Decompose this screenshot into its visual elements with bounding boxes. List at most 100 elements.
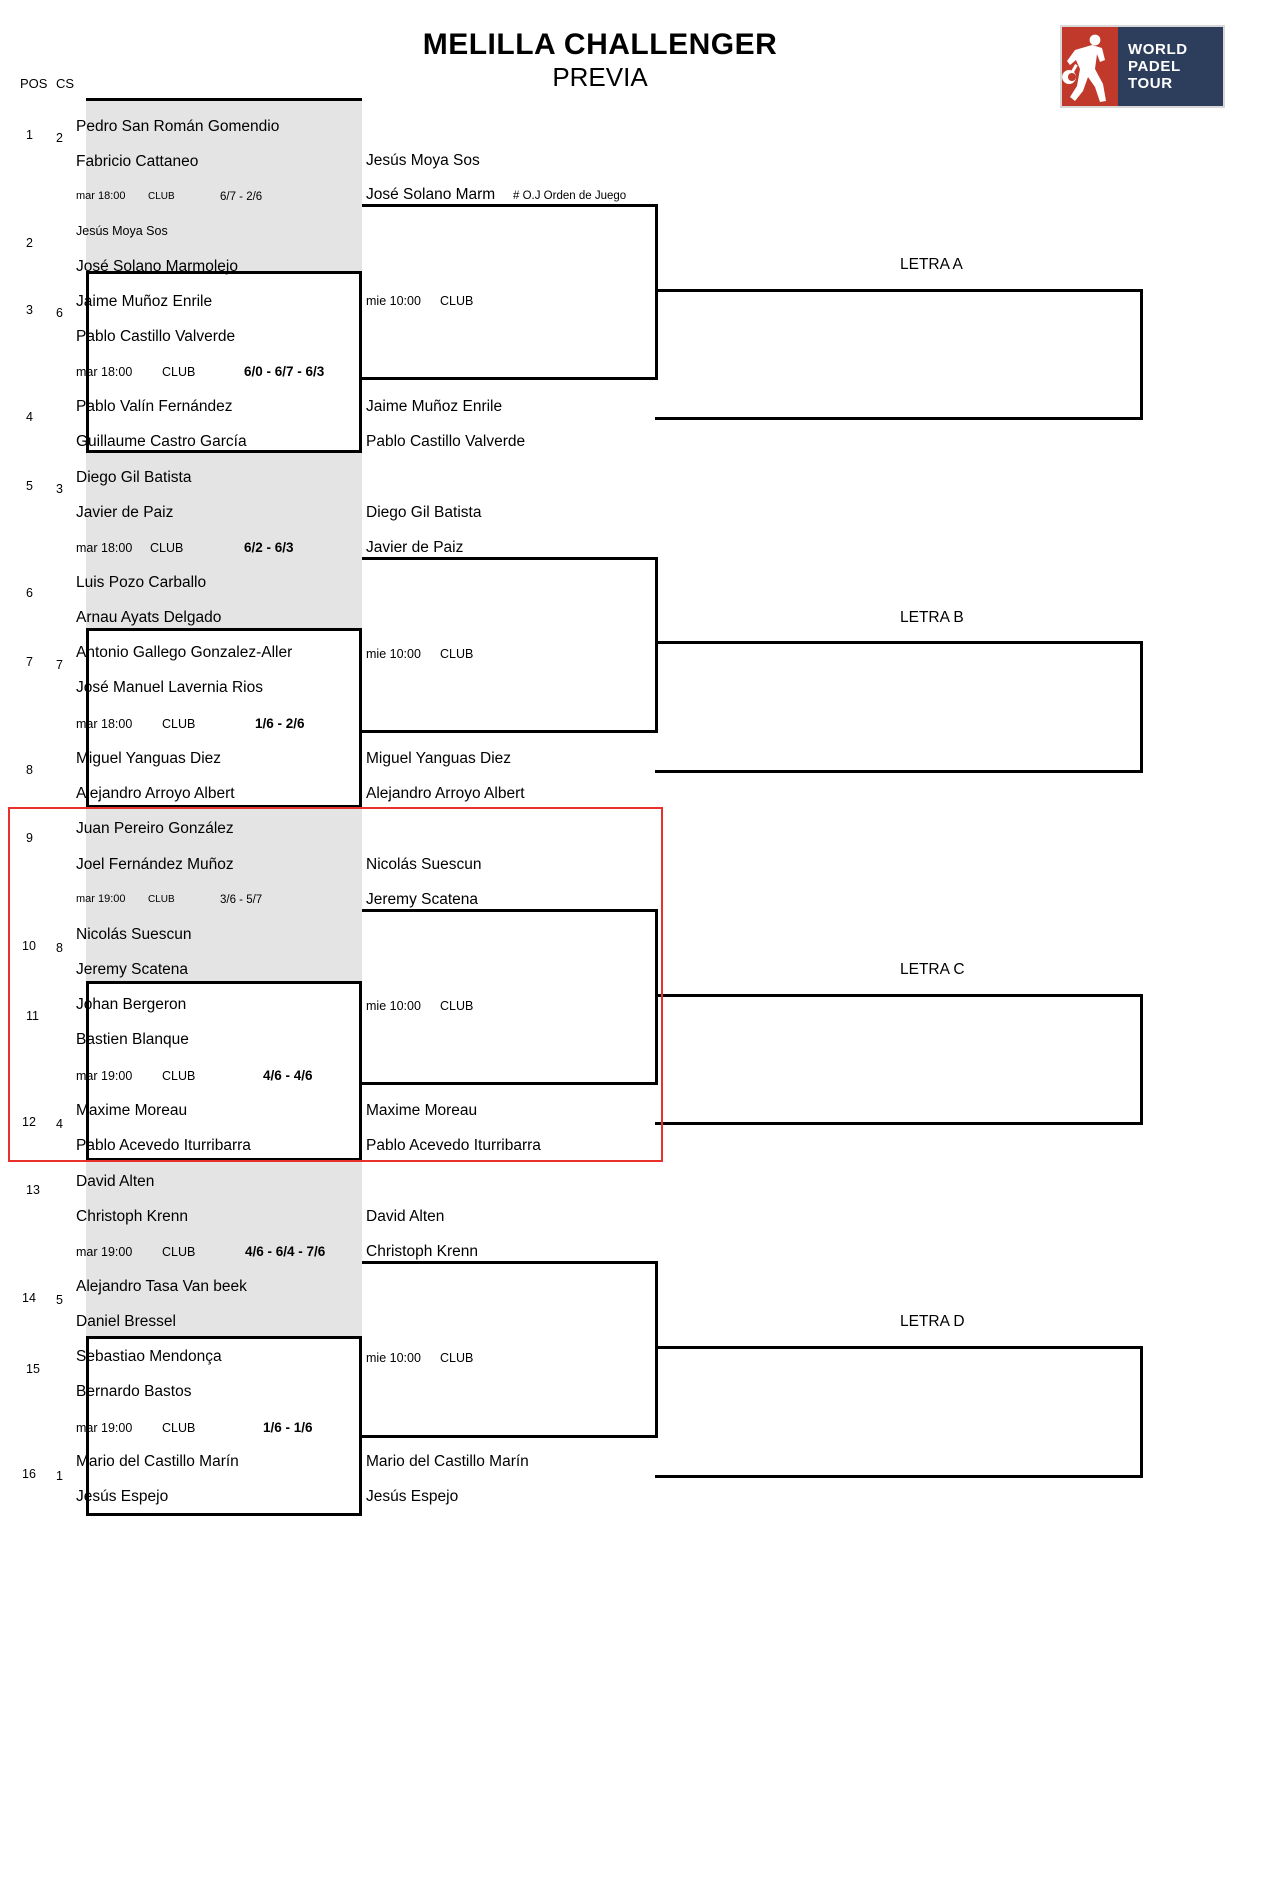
letra-d-top-rule bbox=[655, 1346, 1143, 1349]
player-3a: Jaime Muñoz Enrile bbox=[76, 293, 213, 310]
match-8-top-rule bbox=[86, 1336, 362, 1339]
pos-12: 12 bbox=[22, 1115, 36, 1129]
logo-line-3: TOUR bbox=[1128, 75, 1173, 92]
cs-16: 1 bbox=[56, 1469, 63, 1483]
column-header-cs: CS bbox=[56, 76, 75, 91]
match-5-day: mar 19:00 bbox=[76, 893, 126, 905]
player-4b: Guillaume Castro García bbox=[76, 433, 247, 450]
pos-8: 8 bbox=[26, 763, 33, 777]
match-1-day: mar 18:00 bbox=[76, 190, 126, 202]
r2-2-court: CLUB bbox=[440, 647, 474, 661]
player-16b: Jesús Espejo bbox=[76, 1488, 169, 1505]
match-2-court: CLUB bbox=[162, 365, 196, 379]
r2-2-day: mie 10:00 bbox=[366, 647, 421, 661]
match-6-bottom-rule bbox=[86, 1158, 362, 1161]
match-3-day: mar 18:00 bbox=[76, 541, 133, 555]
r2-1-right-edge bbox=[655, 204, 658, 380]
letra-a-label: LETRA A bbox=[900, 256, 963, 273]
match-block-2[interactable] bbox=[86, 271, 362, 453]
pos-4: 4 bbox=[26, 410, 33, 424]
letra-c-label: LETRA C bbox=[900, 961, 965, 978]
player-1a: Pedro San Román Gomendio bbox=[76, 118, 280, 135]
letra-d-right-edge bbox=[1140, 1346, 1143, 1476]
player-14a: Alejandro Tasa Van beek bbox=[76, 1278, 247, 1295]
match-7-day: mar 19:00 bbox=[76, 1245, 133, 1259]
match-block-6[interactable] bbox=[86, 981, 362, 1161]
r2-1-bot-a: Jaime Muñoz Enrile bbox=[366, 398, 503, 415]
r2-1-top-a: Jesús Moya Sos bbox=[366, 152, 480, 169]
pos-10: 10 bbox=[22, 939, 36, 953]
r2-1-bottom-rule bbox=[362, 377, 658, 380]
r2-3-top-a: Nicolás Suescun bbox=[366, 856, 482, 873]
match-block-7[interactable] bbox=[86, 1161, 362, 1336]
r2-3-bot-b: Pablo Acevedo Iturribarra bbox=[366, 1137, 541, 1154]
player-14b: Daniel Bressel bbox=[76, 1313, 176, 1330]
player-8a: Miguel Yanguas Diez bbox=[76, 750, 222, 767]
pos-13: 13 bbox=[26, 1183, 40, 1197]
player-12b: Pablo Acevedo Iturribarra bbox=[76, 1137, 251, 1154]
player-8b: Alejandro Arroyo Albert bbox=[76, 785, 235, 802]
letra-d-label: LETRA D bbox=[900, 1313, 965, 1330]
match-2-score: 6/0 - 6/7 - 6/3 bbox=[244, 364, 325, 379]
r2-3-top-rule bbox=[362, 909, 658, 912]
world-padel-tour-logo: WORLD PADEL TOUR bbox=[1060, 25, 1225, 108]
r2-4-top-b: Christoph Krenn bbox=[366, 1243, 479, 1260]
pos-7: 7 bbox=[26, 655, 33, 669]
player-4a: Pablo Valín Fernández bbox=[76, 398, 233, 415]
match-block-8[interactable] bbox=[86, 1336, 362, 1516]
cs-14: 5 bbox=[56, 1293, 63, 1307]
match-block-5[interactable] bbox=[86, 808, 362, 981]
letra-a-bottom-rule bbox=[655, 417, 1143, 420]
match-8-court: CLUB bbox=[162, 1421, 196, 1435]
player-11a: Johan Bergeron bbox=[76, 996, 187, 1013]
player-6a: Luis Pozo Carballo bbox=[76, 574, 207, 591]
pos-16: 16 bbox=[22, 1467, 36, 1481]
match-6-score: 4/6 - 4/6 bbox=[263, 1068, 313, 1083]
match-4-bottom-rule bbox=[86, 805, 362, 808]
pos-11: 11 bbox=[26, 1009, 39, 1023]
r2-1-top-rule bbox=[362, 204, 658, 207]
match-block-3[interactable] bbox=[86, 453, 362, 628]
match-block-1[interactable] bbox=[86, 101, 362, 271]
letra-c-right-edge bbox=[1140, 994, 1143, 1124]
page-title: MELILLA CHALLENGER bbox=[422, 28, 778, 61]
cs-3: 6 bbox=[56, 306, 63, 320]
column-header-pos: POS bbox=[20, 76, 48, 91]
letra-c-bottom-rule bbox=[655, 1122, 1143, 1125]
match-8-bottom-rule bbox=[86, 1513, 362, 1516]
cs-5: 3 bbox=[56, 482, 63, 496]
match-2-bottom-rule bbox=[86, 450, 362, 453]
logo-line-2: PADEL bbox=[1128, 58, 1181, 75]
r2-4-top-rule bbox=[362, 1261, 658, 1264]
player-7a: Antonio Gallego Gonzalez-Aller bbox=[76, 644, 293, 661]
match-5-score: 3/6 - 5/7 bbox=[220, 894, 263, 906]
r2-3-right-edge bbox=[655, 909, 658, 1085]
match-6-court: CLUB bbox=[162, 1069, 196, 1083]
cs-10: 8 bbox=[56, 941, 63, 955]
player-9b: Joel Fernández Muñoz bbox=[76, 856, 234, 873]
r2-3-bot-a: Maxime Moreau bbox=[366, 1102, 478, 1119]
logo-player-icon bbox=[1062, 27, 1118, 106]
r2-2-top-b: Javier de Paiz bbox=[366, 539, 464, 556]
r2-3-court: CLUB bbox=[440, 999, 474, 1013]
r2-3-day: mie 10:00 bbox=[366, 999, 421, 1013]
pos-1: 1 bbox=[26, 128, 33, 142]
match-1-top-rule bbox=[86, 98, 362, 101]
r2-4-court: CLUB bbox=[440, 1351, 474, 1365]
match-6-top-rule bbox=[86, 981, 362, 984]
player-15b: Bernardo Bastos bbox=[76, 1383, 192, 1400]
logo-wordmark: WORLD PADEL TOUR bbox=[1118, 27, 1223, 106]
r2-4-bot-b: Jesús Espejo bbox=[366, 1488, 459, 1505]
player-7b: José Manuel Lavernia Rios bbox=[76, 679, 263, 696]
r2-4-right-edge bbox=[655, 1261, 658, 1437]
player-12a: Maxime Moreau bbox=[76, 1102, 188, 1119]
logo-line-1: WORLD bbox=[1128, 41, 1188, 58]
match-7-score: 4/6 - 6/4 - 7/6 bbox=[245, 1244, 326, 1259]
cs-1: 2 bbox=[56, 131, 63, 145]
match-block-4[interactable] bbox=[86, 628, 362, 808]
pos-15: 15 bbox=[26, 1362, 40, 1376]
letra-b-top-rule bbox=[655, 641, 1143, 644]
letra-b-label: LETRA B bbox=[900, 609, 964, 626]
r2-2-right-edge bbox=[655, 557, 658, 733]
